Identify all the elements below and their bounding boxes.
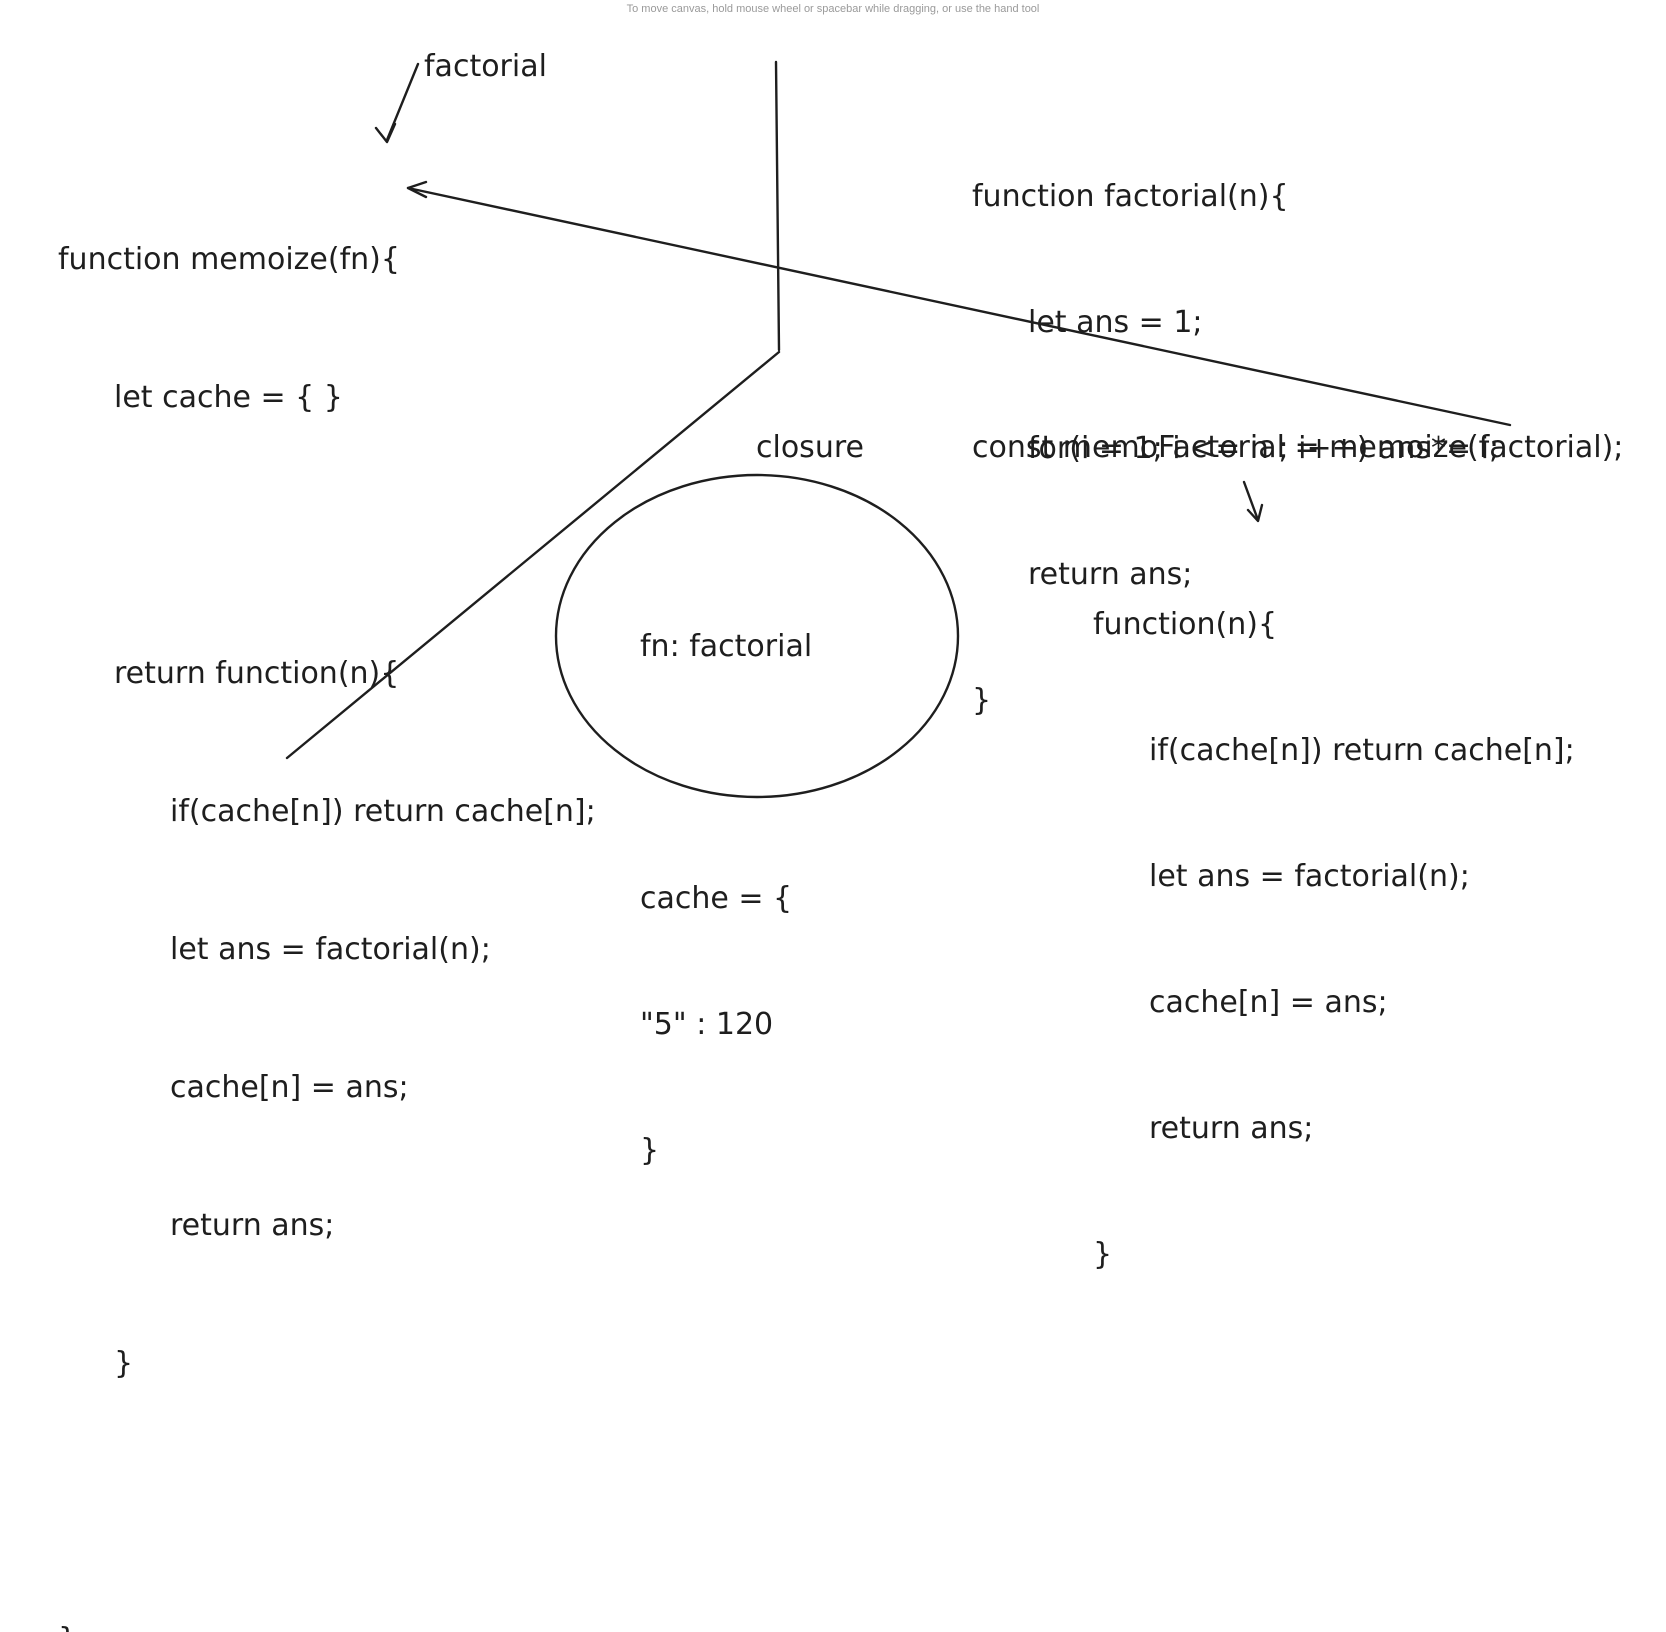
closure-line: fn: factorial <box>640 629 813 664</box>
code-line: return ans; <box>170 1208 335 1243</box>
factorial-annotation-label: factorial <box>424 49 547 84</box>
code-line: } <box>1093 1237 1113 1272</box>
blank-line <box>640 752 812 794</box>
code-line: let ans = factorial(n); <box>170 932 491 967</box>
code-line: } <box>114 1346 134 1381</box>
drawing-canvas[interactable] <box>0 0 1666 816</box>
canvas-hint: To move canvas, hold mouse wheel or spac… <box>626 3 1040 15</box>
code-line: let ans = factorial(n); <box>1149 859 1470 894</box>
return-arrow-line <box>1242 480 1260 522</box>
divider-diagonal-line <box>285 350 781 760</box>
returned-function-code-block: function(n){ if(cache[n]) return cache[n… <box>1093 520 1575 1318</box>
call-arrow-head <box>406 180 428 199</box>
code-line: function(n){ <box>1093 607 1278 642</box>
code-line: } <box>972 683 992 718</box>
closure-line: "5" : 120 <box>640 1007 774 1042</box>
code-line: return ans; <box>1149 1111 1314 1146</box>
closure-line: cache = { <box>640 881 793 916</box>
code-line: return ans; <box>1028 557 1193 592</box>
return-arrow-head <box>1246 503 1264 523</box>
code-line: if(cache[n]) return cache[n]; <box>170 794 596 829</box>
code-line: cache[n] = ans; <box>170 1070 409 1105</box>
closure-ellipse <box>554 473 960 799</box>
code-line: cache[n] = ans; <box>1149 985 1388 1020</box>
memo-call-line: const memoFactorial = memoize(factorial)… <box>972 430 1624 465</box>
closure-label: closure <box>756 430 864 465</box>
code-line: for(i = 1; i <= n ; i++) ans*= i; <box>1028 431 1500 466</box>
code-line: function factorial(n){ <box>972 179 1289 214</box>
code-line: let cache = { } <box>114 380 343 415</box>
code-line: if(cache[n]) return cache[n]; <box>1149 733 1575 768</box>
code-line: return function(n){ <box>114 656 400 691</box>
closure-contents: fn: factorial cache = { "5" : 120 } <box>640 542 812 1214</box>
blank-line <box>58 513 596 559</box>
call-arrow-line <box>406 186 1512 427</box>
closure-line: } <box>640 1133 660 1168</box>
divider-vertical-line <box>774 60 781 352</box>
fn-arrow-head <box>374 122 397 144</box>
code-line: function memoize(fn){ <box>58 242 400 277</box>
memoize-code-block: function memoize(fn){ let cache = { } re… <box>58 145 596 1632</box>
factorial-code-block: function factorial(n){ let ans = 1; for(… <box>972 92 1499 764</box>
blank-line <box>58 1479 596 1525</box>
fn-arrow-line <box>385 62 420 142</box>
code-line: let ans = 1; <box>1028 305 1203 340</box>
code-line: } <box>58 1617 596 1632</box>
